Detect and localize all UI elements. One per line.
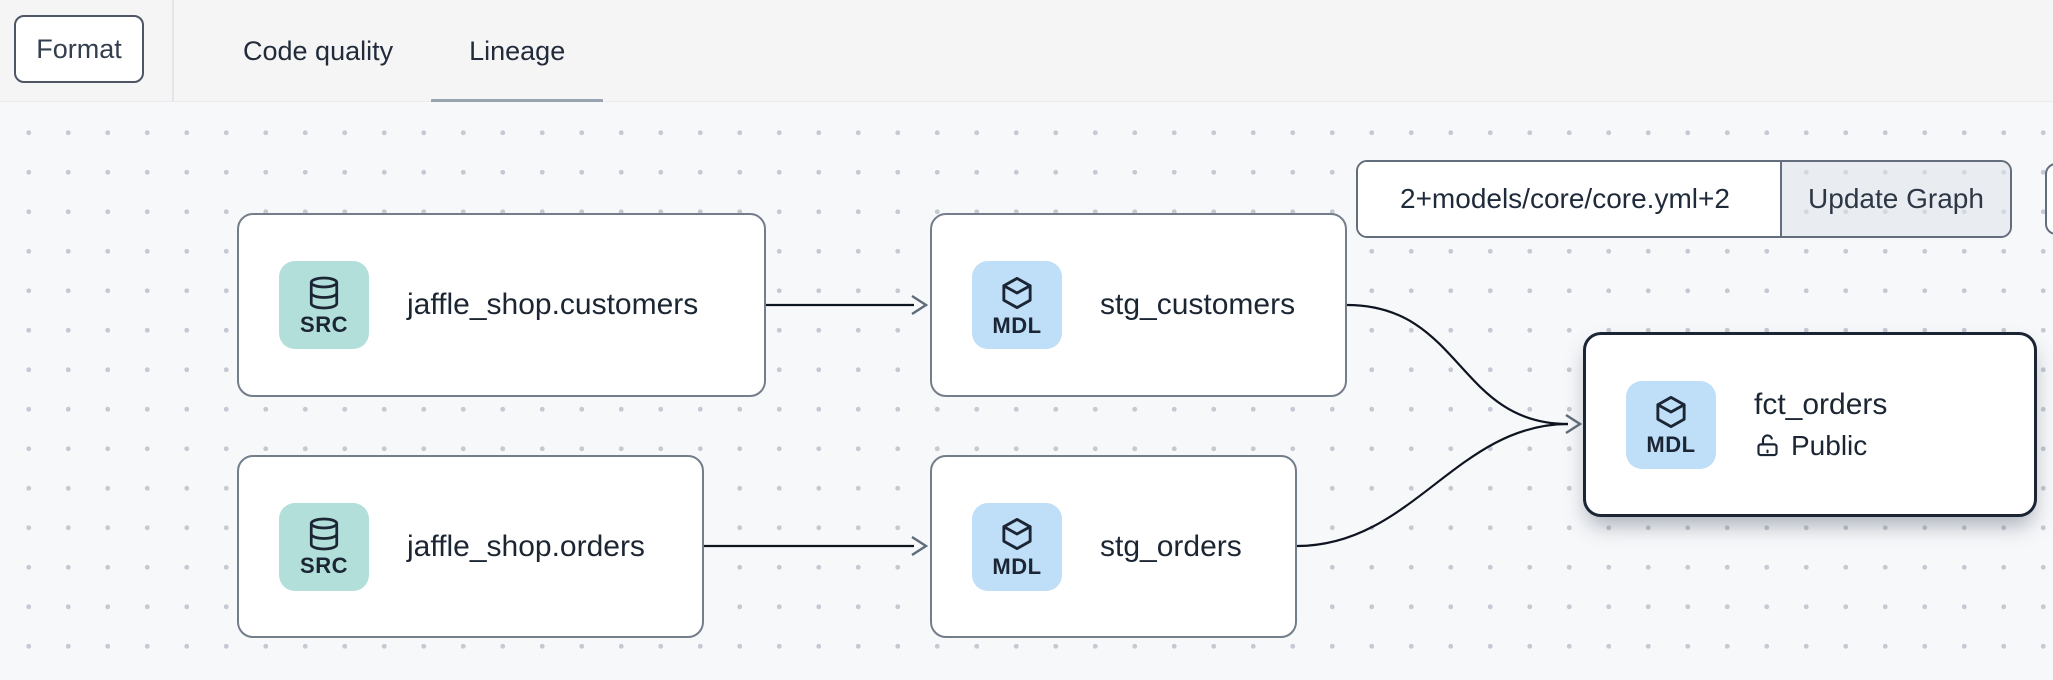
node-access-row: Public	[1754, 430, 1887, 462]
node-label: stg_customers	[1100, 288, 1296, 321]
active-tab-underline	[431, 99, 604, 104]
tab-code-quality[interactable]: Code quality	[205, 0, 431, 102]
edges-layer	[704, 294, 1583, 557]
node-badge-label: SRC	[300, 553, 348, 578]
tabs: Code quality Lineage	[205, 0, 604, 104]
node-label: jaffle_shop.customers	[407, 288, 699, 321]
node-selector-input[interactable]	[1358, 162, 1782, 236]
node-label: jaffle_shop.orders	[407, 529, 645, 563]
tab-lineage[interactable]: Lineage	[431, 0, 604, 104]
tab-lineage-label: Lineage	[469, 35, 566, 66]
update-graph-button[interactable]: Update Graph	[1782, 162, 2010, 236]
model-cube-icon	[1002, 518, 1032, 550]
node-jaffle-shop-orders[interactable]: SRC jaffle_shop.orders	[237, 455, 704, 638]
toolbar: Format Code quality Lineage	[0, 0, 2053, 104]
node-stg-customers[interactable]: MDL stg_customers	[930, 213, 1347, 397]
edge-arrowhead	[911, 535, 929, 557]
node-label: fct_orders	[1754, 387, 1888, 421]
model-type-badge: MDL	[972, 261, 1062, 349]
node-fct-orders[interactable]: MDL fct_orders Public	[1583, 332, 2037, 517]
format-button[interactable]: Format	[14, 15, 144, 83]
node-text-block: fct_orders Public	[1754, 388, 1887, 462]
model-type-badge: MDL	[972, 502, 1062, 591]
database-icon	[309, 276, 339, 309]
node-badge-label: MDL	[992, 312, 1042, 338]
access-label: Public	[1791, 429, 1868, 461]
clipped-control[interactable]	[2045, 163, 2053, 235]
toolbar-divider	[172, 0, 174, 101]
unlock-icon	[1757, 434, 1778, 457]
edge-arrowhead	[911, 294, 929, 316]
model-cube-icon	[1002, 276, 1032, 309]
node-label: stg_orders	[1100, 529, 1242, 563]
node-badge-label: SRC	[300, 311, 348, 337]
edge-stg-customers-to-fct	[1346, 303, 1569, 426]
lineage-controls: Update Graph	[1356, 160, 2012, 238]
node-badge-label: MDL	[1646, 432, 1696, 457]
lineage-canvas[interactable]: SRC jaffle_shop.customers MDL stg_custom…	[0, 102, 2053, 680]
model-cube-icon	[1656, 396, 1686, 428]
database-icon	[309, 517, 339, 551]
node-stg-orders[interactable]: MDL stg_orders	[930, 455, 1297, 638]
edge-arrowhead	[1565, 413, 1583, 435]
source-type-badge: SRC	[279, 261, 369, 349]
node-badge-label: MDL	[992, 554, 1042, 579]
model-type-badge: MDL	[1626, 380, 1716, 469]
tab-code-quality-label: Code quality	[243, 35, 394, 66]
source-type-badge: SRC	[279, 502, 369, 591]
node-jaffle-shop-customers[interactable]: SRC jaffle_shop.customers	[237, 213, 766, 397]
edge-stg-orders-to-fct	[1296, 422, 1569, 548]
